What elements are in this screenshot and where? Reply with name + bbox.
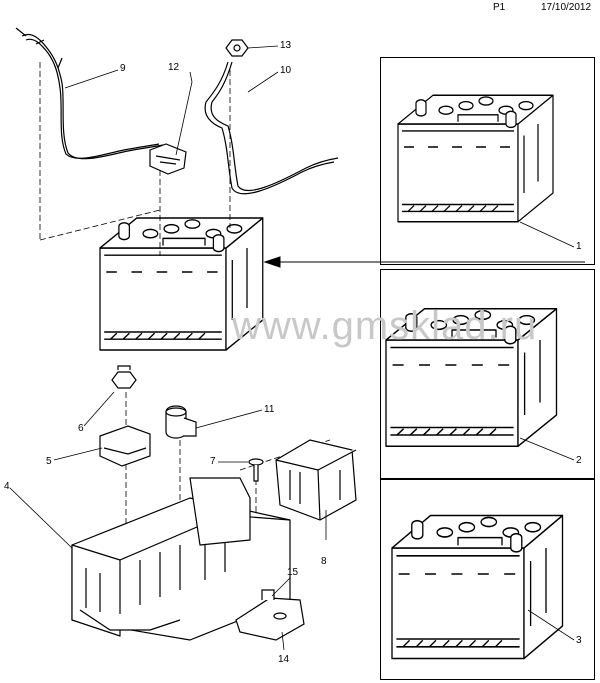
battery-option-frame-2 [380, 269, 595, 479]
callout-5: 5 [46, 456, 52, 467]
screw [248, 458, 264, 482]
callout-7: 7 [210, 456, 216, 467]
callout-13: 13 [280, 40, 292, 51]
callout-1: 1 [576, 241, 582, 252]
callout-15: 15 [287, 567, 299, 578]
callout-10: 10 [280, 65, 292, 76]
battery-option-frame-3 [380, 479, 595, 680]
callout-14: 14 [278, 654, 290, 665]
callout-9: 9 [120, 63, 126, 74]
battery-option-3 [391, 514, 564, 660]
battery-option-frame-1 [380, 57, 595, 265]
battery-tray [71, 477, 291, 641]
fuse-box-cover [275, 439, 357, 521]
callout-6: 6 [78, 423, 84, 434]
callout-11: 11 [264, 404, 275, 415]
callout-3: 3 [576, 635, 582, 646]
watermark: www.gmsklad.ru [232, 304, 538, 348]
mounting-bracket [235, 589, 305, 641]
callout-4: 4 [4, 481, 10, 492]
page-date: 17/10/2012 [541, 2, 592, 13]
battery-sensor [165, 405, 197, 439]
callout-2: 2 [576, 455, 582, 466]
callout-12: 12 [168, 62, 180, 73]
battery-option-1 [397, 94, 554, 223]
callout-8: 8 [321, 556, 327, 567]
hold-down-bracket [99, 365, 151, 467]
page-number: P1 [493, 2, 506, 13]
